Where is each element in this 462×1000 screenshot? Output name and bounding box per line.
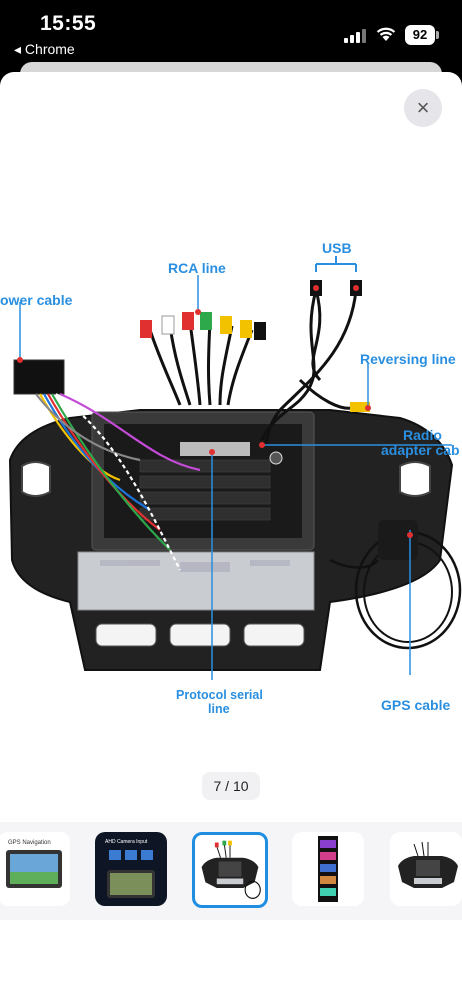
thumbnail-4-image — [318, 836, 338, 902]
close-button[interactable]: × — [404, 89, 442, 127]
thumbnail-2[interactable]: AHD Camera Input — [95, 832, 167, 906]
label-usb: USB — [322, 240, 352, 256]
label-protocol-line2: line — [208, 702, 230, 716]
label-rca-line: RCA line — [168, 260, 226, 276]
label-protocol-line1: Protocol serial — [176, 688, 263, 702]
thumbnail-5[interactable] — [390, 832, 462, 906]
label-reversing-line: Reversing line — [360, 351, 456, 367]
battery-indicator: 92 — [405, 25, 435, 45]
thumbnail-2-caption: AHD Camera Input — [105, 839, 148, 845]
thumbnail-1[interactable]: GPS Navigation — [0, 832, 70, 906]
wifi-icon — [376, 27, 396, 41]
image-counter: 7 / 10 — [202, 772, 260, 800]
thumbnail-3-selected[interactable] — [192, 832, 268, 908]
thumbnail-1-image: GPS Navigation — [6, 840, 62, 888]
back-to-chrome-link[interactable]: ◂ Chrome — [14, 41, 75, 57]
thumbnail-5-image — [398, 841, 458, 888]
label-radio-line1: Radio — [403, 427, 442, 443]
thumbnail-2-image: AHD Camera Input — [95, 832, 167, 906]
label-radio-line2: adapter cab — [381, 442, 460, 458]
thumbnail-1-caption: GPS Navigation — [8, 840, 51, 846]
battery-tip — [436, 31, 439, 39]
thumbnail-3-image — [201, 840, 261, 899]
thumbnail-strip[interactable]: GPS Navigation AHD Camera Input — [0, 822, 462, 920]
label-gps-cable: GPS cable — [381, 697, 451, 713]
status-bar: 15:55 ◂ Chrome 92 — [0, 0, 462, 64]
cellular-signal-icon — [344, 27, 370, 43]
product-image[interactable] — [0, 230, 462, 730]
label-power-cable: ower cable — [0, 292, 73, 308]
close-icon: × — [416, 95, 430, 120]
thumbnail-4[interactable] — [292, 832, 364, 906]
status-time: 15:55 — [40, 12, 97, 35]
